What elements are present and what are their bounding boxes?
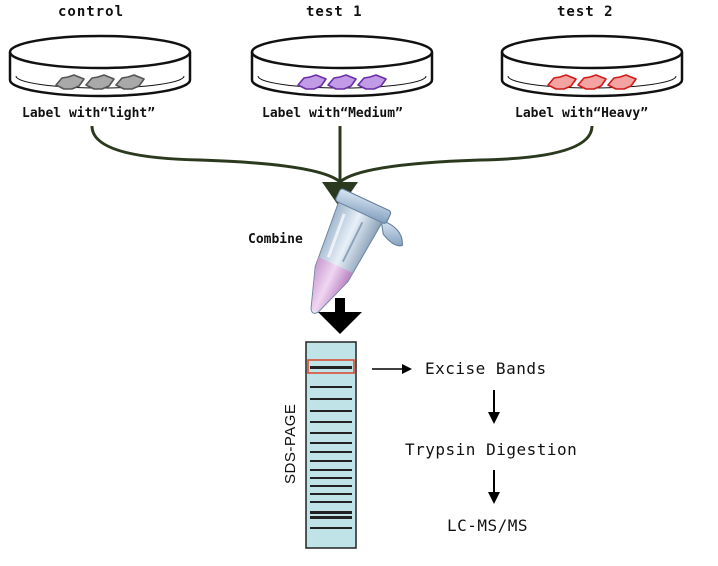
gel-band	[310, 501, 352, 503]
microcentrifuge-tube-icon	[310, 188, 403, 314]
gel-band	[310, 451, 352, 453]
step-trypsin-digestion: Trypsin Digestion	[405, 440, 578, 459]
cell-icon	[115, 74, 145, 90]
dish-label-test2: Label with“Heavy”	[515, 106, 649, 121]
cell-icon	[55, 74, 85, 90]
gel-band	[310, 410, 352, 412]
cell-icon	[547, 74, 577, 90]
tube-to-gel-arrow	[318, 298, 362, 334]
gel-band	[310, 485, 352, 487]
workflow-arrows	[372, 364, 500, 504]
cell-icon	[327, 74, 357, 90]
step-excise-bands: Excise Bands	[425, 359, 547, 378]
connector-control	[90, 125, 342, 184]
gel-band	[310, 469, 352, 471]
cell-icon	[357, 74, 387, 90]
gel-band	[310, 511, 352, 514]
gel-band	[310, 432, 352, 434]
cell-icon	[297, 74, 327, 90]
culture-dish-test2	[500, 34, 684, 98]
excised-band-highlight	[307, 359, 355, 374]
gel-band	[310, 421, 352, 423]
gel-label: SDS-PAGE	[282, 403, 299, 484]
connector-test2	[338, 125, 594, 184]
combine-label: Combine	[248, 232, 303, 247]
dish-title-test2: test 2	[557, 4, 614, 20]
gel-band	[310, 366, 352, 369]
culture-dish-control	[8, 34, 192, 98]
dish-label-control: Label with“light”	[22, 106, 156, 121]
cell-icon	[607, 74, 637, 90]
cell-icon	[85, 74, 115, 90]
gel-band	[310, 516, 352, 519]
gel-band	[310, 527, 352, 529]
dish-title-control: control	[58, 4, 125, 20]
cell-icon	[577, 74, 607, 90]
dish-label-test1: Label with“Medium”	[262, 106, 403, 121]
gel-band	[310, 477, 352, 479]
step-lc-ms-ms: LC-MS/MS	[447, 516, 529, 535]
gel-band	[310, 493, 352, 495]
gel-band	[310, 442, 352, 444]
gel-band	[310, 386, 352, 388]
dish-title-test1: test 1	[306, 4, 363, 20]
gel-band	[310, 398, 352, 400]
gel-band	[310, 460, 352, 462]
sds-page-gel	[305, 341, 357, 549]
culture-dish-test1	[250, 34, 434, 98]
